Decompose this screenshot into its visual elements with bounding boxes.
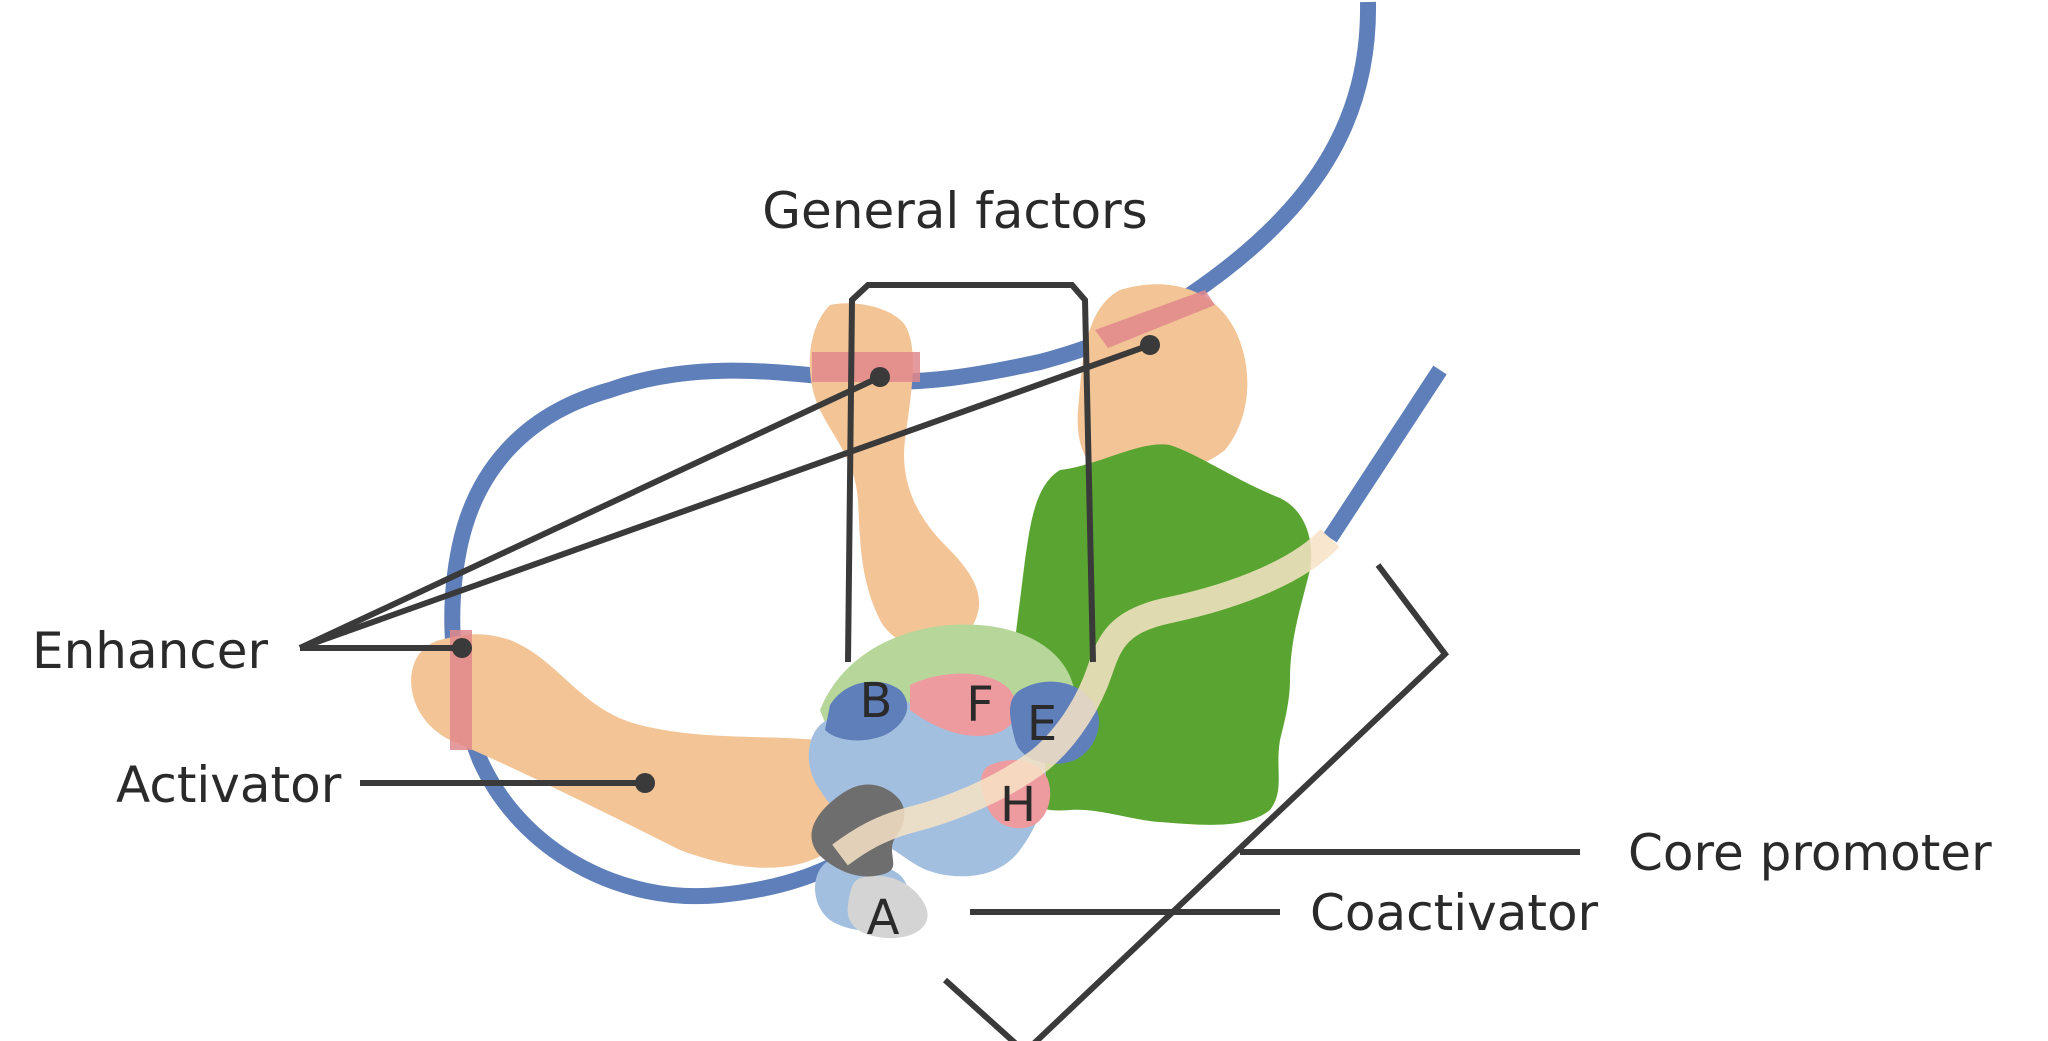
general-factors-bracket: [845, 282, 1096, 663]
enhancer-pointers: [298, 342, 1152, 651]
general-factors-label: General factors: [762, 182, 1147, 240]
core-promoter-label: Core promoter: [1628, 824, 1992, 882]
subunit-b-label: B: [860, 673, 893, 729]
subunit-f-label: F: [966, 677, 994, 733]
subunit-a-shape: [847, 875, 928, 939]
subunit-e-label: E: [1027, 696, 1057, 752]
enhancer-dot-3: [1140, 335, 1160, 355]
subunit-a-label: A: [867, 890, 900, 946]
subunit-h-label: H: [1000, 777, 1036, 833]
activator-dot: [635, 773, 655, 793]
core-promoter-dna: [832, 528, 1340, 866]
enhancer-dot-2: [870, 367, 890, 387]
enhancer-site-1: [812, 352, 920, 382]
activator-label: Activator: [116, 756, 342, 814]
core-promoter-bracket: [942, 563, 1450, 1041]
coactivator-label: Coactivator: [1310, 884, 1599, 942]
enhancer-site-3: [450, 630, 472, 750]
dna-strand-downstream: [1323, 365, 1447, 543]
subunit-f-shape: [910, 673, 1018, 736]
rna-polymerase: [1008, 444, 1312, 825]
enhancer-dot-1: [452, 638, 472, 658]
subunit-b-shape: [825, 681, 908, 741]
enhancer-label: Enhancer: [32, 622, 269, 680]
activator-protein: [411, 634, 864, 868]
enhancer-site-2: [1095, 290, 1215, 348]
